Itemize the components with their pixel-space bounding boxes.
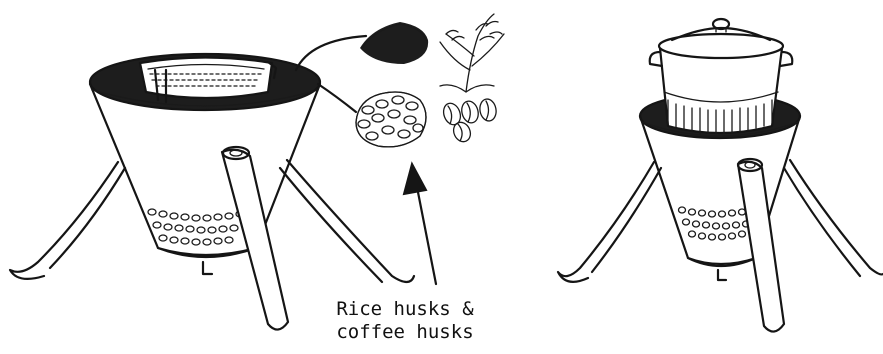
arrow-up-icon <box>404 164 436 284</box>
husk-stove-with-pot-icon <box>558 19 883 332</box>
rice-plant-icon <box>440 14 504 92</box>
fuel-annotation: Rice husks & coffee husks <box>330 298 480 344</box>
husk-stove-icon <box>10 54 414 330</box>
connector-line-upper <box>296 36 366 70</box>
husks-icon <box>356 22 428 147</box>
connector-line-lower <box>318 84 356 112</box>
coffee-beans-icon <box>441 98 498 145</box>
annotation-line-1: Rice husks & <box>330 298 480 321</box>
annotation-line-2: coffee husks <box>330 321 480 344</box>
